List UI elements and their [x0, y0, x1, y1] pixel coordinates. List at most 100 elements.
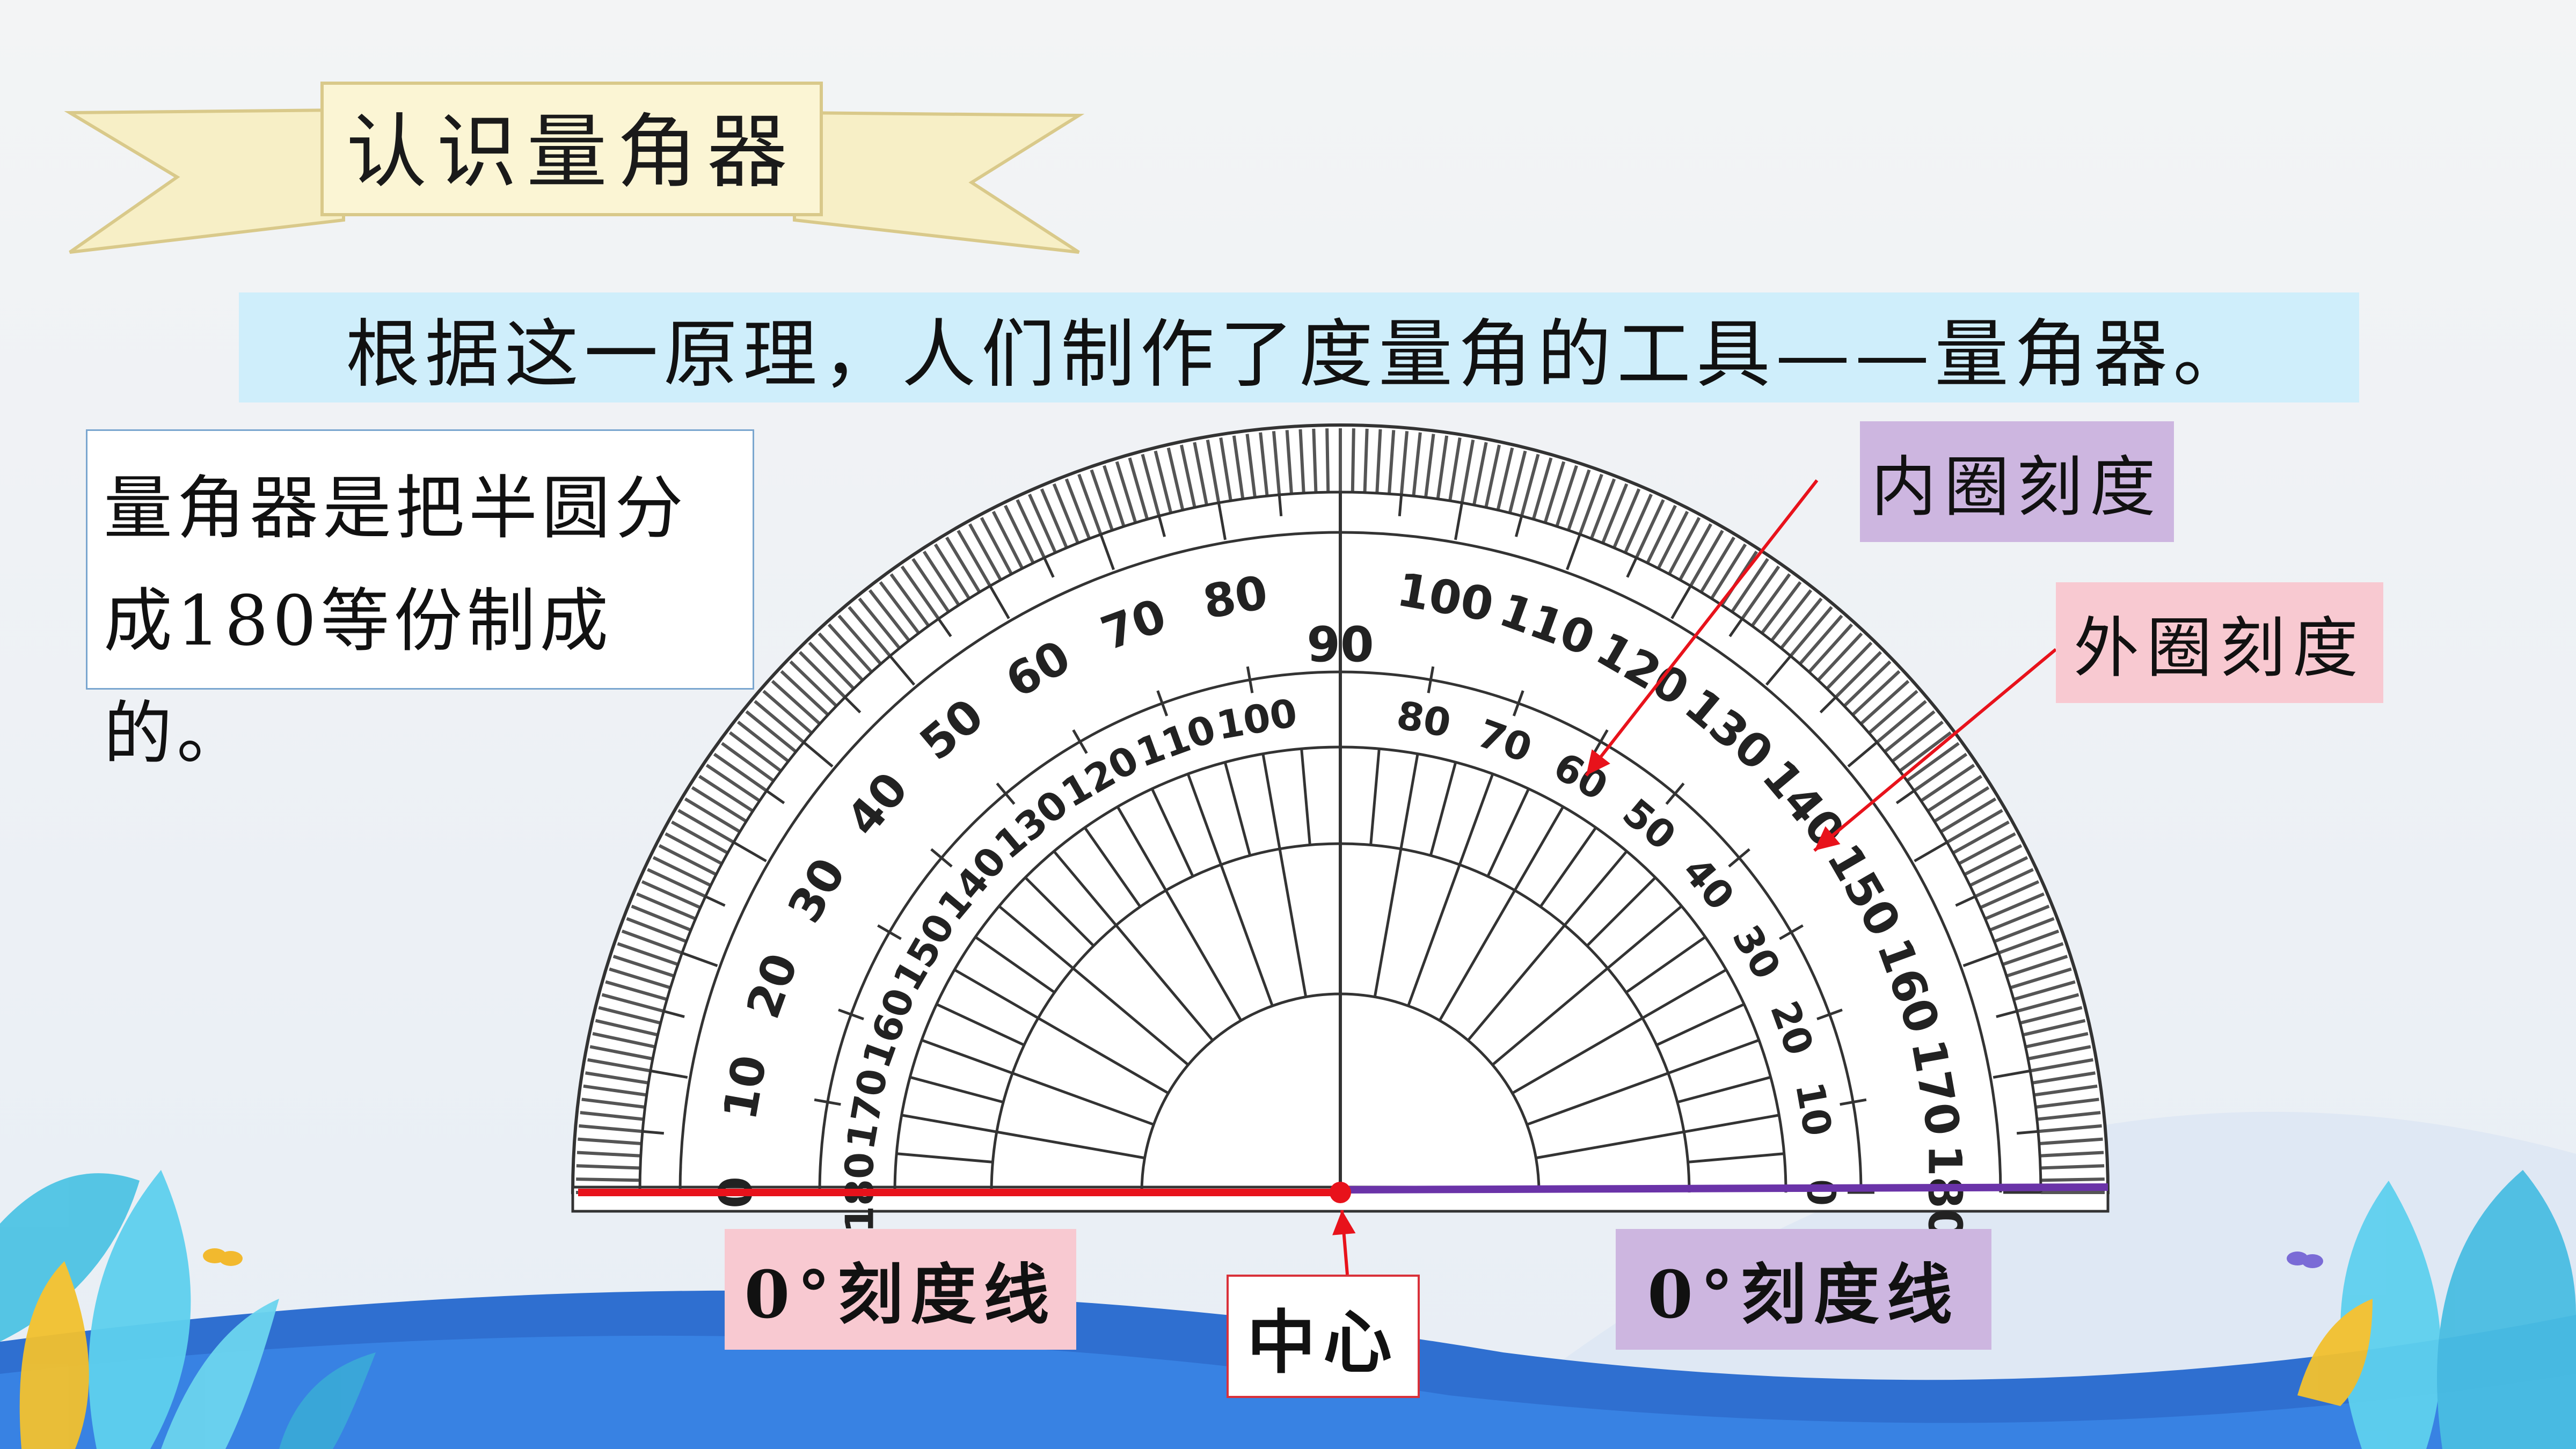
- degree-tick: [933, 543, 970, 599]
- scale-tick: [1156, 690, 1169, 716]
- ray-line: [1677, 1075, 1771, 1104]
- degree-tick: [728, 731, 782, 773]
- degree-tick: [1285, 430, 1293, 494]
- degree-tick: [754, 700, 805, 744]
- degree-tick: [2033, 1084, 2098, 1097]
- degree-tick: [2019, 1006, 2083, 1025]
- degree-tick: [665, 832, 723, 865]
- degree-tick: [980, 517, 1013, 575]
- degree-tick: [1555, 465, 1578, 527]
- degree-tick: [1496, 447, 1514, 511]
- degree-tick: [1891, 720, 1944, 763]
- ray-line: [1369, 748, 1381, 845]
- degree-tick: [2016, 993, 2079, 1013]
- degree-tick: [1460, 440, 1475, 503]
- scale-tick: [844, 696, 862, 714]
- ray-line: [1300, 748, 1311, 845]
- ray-line: [1512, 968, 1727, 1095]
- ray-line: [1150, 788, 1194, 877]
- scale-tick: [1765, 655, 1792, 686]
- ray-line: [1223, 762, 1252, 856]
- degree-tick: [677, 809, 735, 844]
- outer-scale-number: 180: [1918, 1144, 1972, 1241]
- degree-tick: [1984, 892, 2045, 920]
- slide-title: 认识量角器: [346, 105, 797, 199]
- scale-tick: [1512, 690, 1524, 716]
- degree-tick: [1998, 930, 2060, 955]
- degree-tick: [713, 752, 768, 792]
- zero-line-label-left: 0°刻度线: [725, 1229, 1076, 1350]
- degree-tick: [1867, 690, 1918, 735]
- degree-tick: [837, 614, 882, 665]
- degree-tick: [595, 1019, 659, 1037]
- scale-tick: [650, 1069, 688, 1079]
- degree-tick: [579, 1124, 643, 1133]
- degree-tick: [587, 1058, 651, 1073]
- scale-tick: [1454, 502, 1464, 540]
- scale-tick: [1099, 533, 1115, 570]
- ray-line: [1625, 935, 1706, 994]
- degree-tick: [848, 606, 892, 657]
- degree-tick: [578, 1137, 642, 1145]
- degree-tick: [1920, 764, 1975, 802]
- left-leaf-cluster: [0, 1170, 376, 1449]
- ray-line: [1688, 1152, 1785, 1163]
- degree-tick: [1064, 478, 1091, 539]
- degree-tick: [1913, 752, 1968, 792]
- ninety-number: 90: [1307, 617, 1374, 673]
- scale-tick: [1043, 557, 1055, 578]
- degree-tick: [1245, 434, 1257, 498]
- degree-tick: [1259, 432, 1269, 496]
- scale-tick: [989, 585, 1010, 619]
- degree-tick: [598, 1006, 661, 1025]
- scale-tick: [1246, 666, 1254, 693]
- degree-tick: [1351, 428, 1355, 493]
- degree-tick: [691, 786, 747, 823]
- degree-tick: [583, 1084, 647, 1097]
- butterfly-icon: [203, 1248, 243, 1266]
- scale-tick: [1993, 1069, 2031, 1079]
- degree-tick: [1436, 435, 1449, 500]
- degree-tick: [1933, 786, 1990, 823]
- scale-tick: [705, 895, 726, 907]
- degree-tick: [1219, 437, 1232, 501]
- degree-tick: [1826, 641, 1873, 690]
- degree-tick: [745, 710, 797, 753]
- degree-tick: [1760, 581, 1802, 634]
- degree-tick: [2027, 1045, 2091, 1060]
- ray-line: [1539, 826, 1597, 908]
- center-arrow-head: [1332, 1210, 1356, 1235]
- degree-tick: [1578, 473, 1603, 535]
- degree-tick: [1668, 517, 1701, 575]
- degree-tick: [1940, 797, 1997, 833]
- degree-tick: [592, 1031, 656, 1049]
- degree-tick: [612, 955, 675, 978]
- definition-note: 量角器是把半圆分 成180等份制成的。: [86, 429, 754, 774]
- note-line-1: 量角器是把半圆分: [104, 469, 688, 548]
- inner-scale-number: 0: [1798, 1179, 1843, 1206]
- degree-tick: [585, 1071, 649, 1085]
- degree-tick: [581, 1097, 646, 1109]
- degree-tick: [1906, 742, 1960, 782]
- zero-line-right: [1340, 1183, 2108, 1194]
- degree-tick: [1689, 530, 1724, 587]
- scale-tick: [765, 789, 785, 804]
- degree-tick: [911, 558, 950, 613]
- degree-tick: [652, 856, 712, 887]
- degree-tick: [601, 993, 665, 1013]
- scale-tick: [930, 848, 953, 868]
- degree-tick: [1710, 543, 1747, 599]
- degree-tick: [1531, 457, 1553, 520]
- ray-line: [1083, 826, 1142, 908]
- scale-tick: [1914, 841, 1948, 862]
- ray-line: [896, 1152, 993, 1163]
- degree-tick: [1731, 558, 1769, 613]
- scale-tick: [1514, 515, 1523, 537]
- scale-tick: [1779, 924, 1804, 940]
- scale-tick: [1626, 557, 1638, 578]
- degree-tick: [1179, 444, 1196, 508]
- inner-scale-label: 内圈刻度: [1860, 421, 2174, 542]
- scale-tick: [1819, 696, 1837, 714]
- degree-tick: [1128, 457, 1149, 520]
- degree-tick: [1989, 904, 2050, 932]
